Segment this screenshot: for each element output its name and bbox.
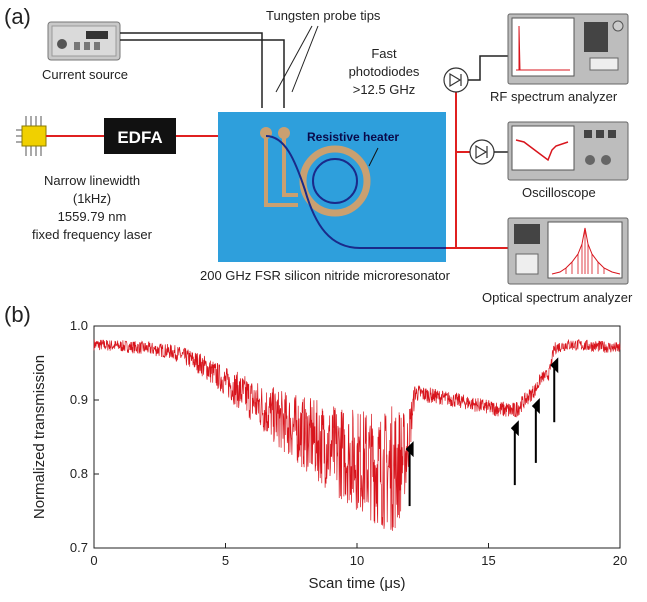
current-source-label: Current source	[42, 67, 128, 82]
fast-photodiodes-label-2: photodiodes	[349, 64, 420, 79]
photodiode-icon	[469, 139, 495, 165]
edfa-label: EDFA	[117, 128, 162, 147]
y-axis-label: Normalized transmission	[31, 355, 48, 519]
x-tick-label: 20	[613, 553, 627, 568]
tick-layer: 0 5 10 15 20 0.7 0.8 0.9 1.0	[70, 318, 627, 568]
y-tick-label: 1.0	[70, 318, 88, 333]
current-source-instrument	[47, 21, 121, 61]
oscilloscope	[507, 121, 629, 181]
oscilloscope-label: Oscilloscope	[522, 185, 596, 200]
arrow-layer	[405, 357, 559, 507]
resistive-heater	[260, 127, 371, 217]
laser-label-2: (1kHz)	[73, 191, 111, 206]
rf-analyzer-label: RF spectrum analyzer	[490, 89, 618, 104]
x-axis-label: Scan time (μs)	[309, 575, 406, 592]
x-tick-label: 5	[222, 553, 229, 568]
y-tick-label: 0.9	[70, 392, 88, 407]
photodiode-icon	[443, 67, 469, 93]
laser-label-1: Narrow linewidth	[44, 173, 140, 188]
edfa-box	[104, 118, 176, 154]
waveguide	[265, 135, 446, 249]
transmission-trace	[93, 339, 621, 531]
panel-a-label: (a)	[4, 4, 31, 29]
fast-photodiodes-label-3: >12.5 GHz	[353, 82, 416, 97]
fast-photodiodes-label-1: Fast	[371, 46, 397, 61]
rf-spectrum-analyzer	[507, 13, 629, 85]
y-tick-label: 0.7	[70, 540, 88, 555]
optical-spectrum-analyzer	[507, 217, 629, 285]
x-tick-label: 15	[481, 553, 495, 568]
panel-b-label: (b)	[4, 302, 31, 327]
x-tick-label: 0	[90, 553, 97, 568]
laser-label-4: fixed frequency laser	[32, 227, 153, 242]
laser-icon	[16, 116, 47, 156]
tungsten-probe-label: Tungsten probe tips	[266, 8, 381, 23]
panel-a: (a) Current source Tungsten probe tips F…	[4, 4, 633, 305]
laser-label-3: 1559.79 nm	[58, 209, 127, 224]
heater-label: Resistive heater	[307, 130, 399, 144]
plot-frame	[93, 325, 621, 549]
microresonator-chip	[218, 112, 446, 262]
osa-label: Optical spectrum analyzer	[482, 290, 633, 305]
x-tick-label: 10	[350, 553, 364, 568]
microresonator-label: 200 GHz FSR silicon nitride microresonat…	[200, 268, 451, 283]
y-tick-label: 0.8	[70, 466, 88, 481]
